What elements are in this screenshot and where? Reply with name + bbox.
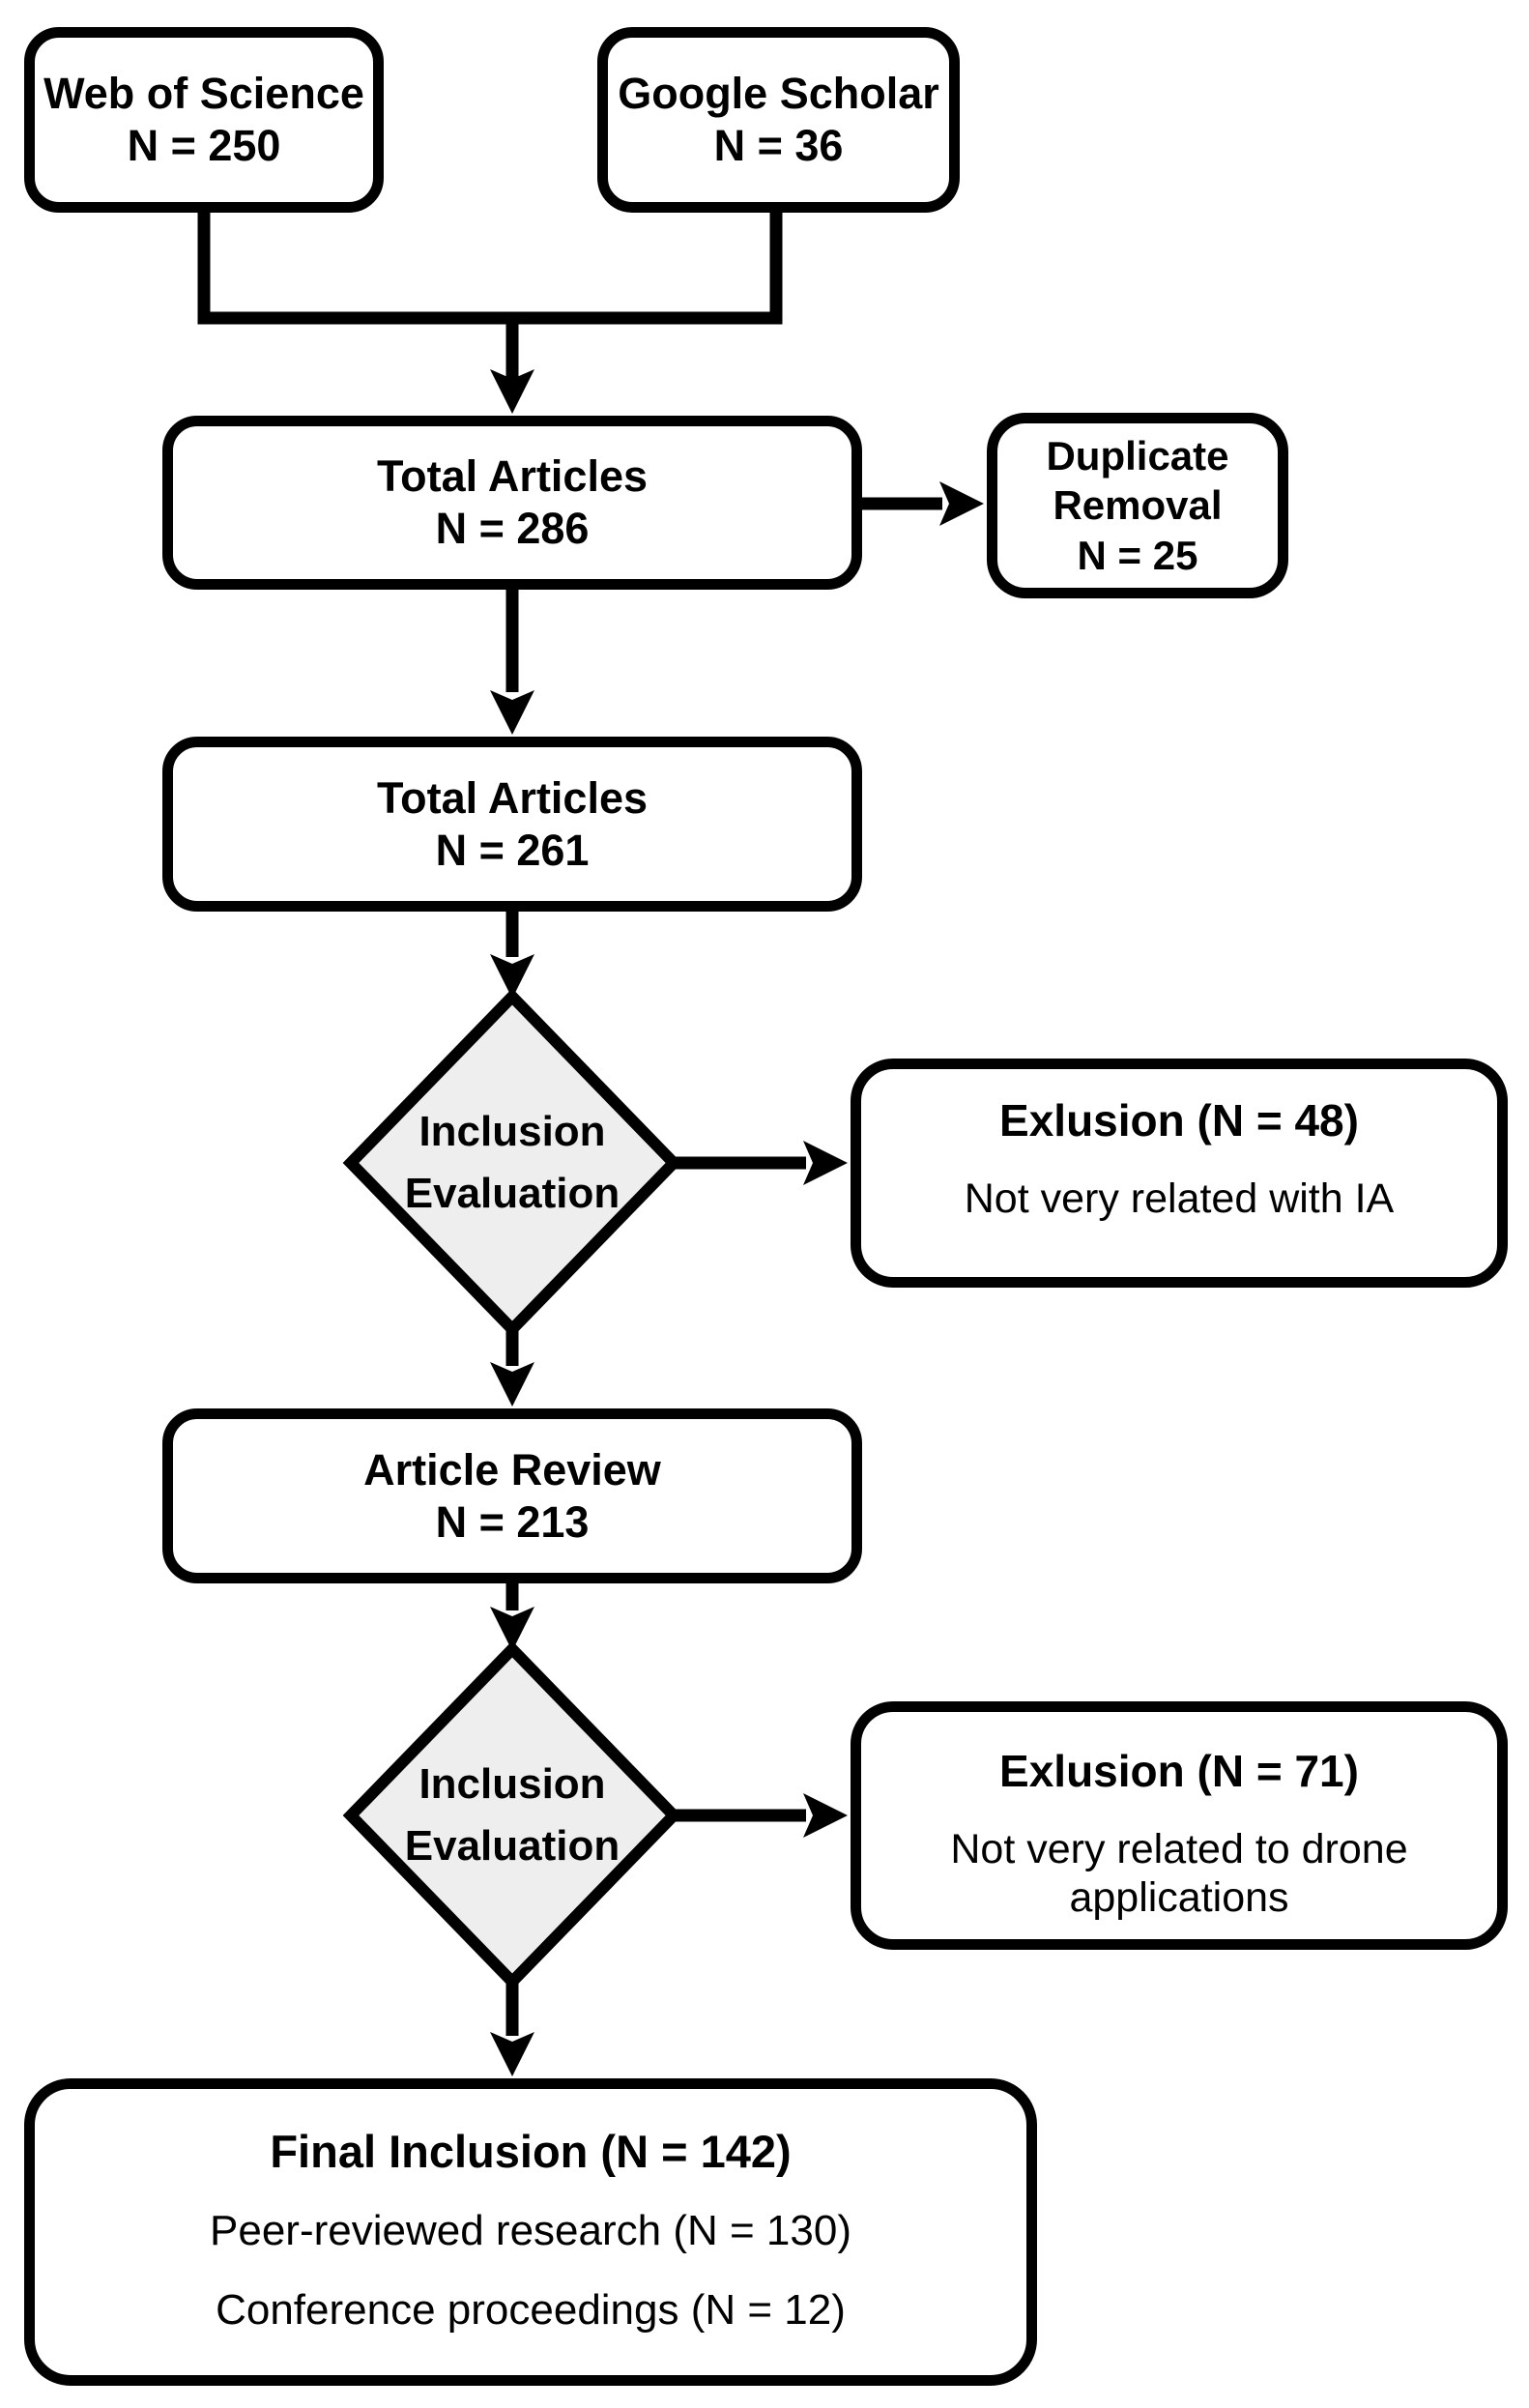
node-label: Google Scholar: [618, 69, 939, 118]
final-title: Final Inclusion (N = 142): [270, 2125, 792, 2177]
node-web-of-science: Web of Science N = 250: [24, 27, 384, 213]
node-duplicate-removal: Duplicate Removal N = 25: [987, 413, 1288, 598]
node-label: Web of Science: [43, 69, 364, 118]
node-article-review: Article Review N = 213: [162, 1408, 862, 1583]
arrowhead-to-exclusion-2: [803, 1793, 848, 1838]
diamond-label-line1: Inclusion: [418, 1760, 606, 1809]
arrowhead-to-total-articles-286: [490, 369, 534, 414]
node-final-inclusion: Final Inclusion (N = 142) Peer-reviewed …: [24, 2078, 1037, 2386]
node-exclusion-71: Exlusion (N = 71) Not very related to dr…: [851, 1701, 1508, 1950]
node-label: Duplicate Removal: [1046, 433, 1241, 529]
arrowhead-to-diamond-2: [490, 1607, 534, 1651]
node-count: N = 25: [1077, 532, 1198, 578]
exclusion-reason: Not very related to drone applications: [950, 1826, 1420, 1921]
node-label: Total Articles: [376, 451, 649, 501]
exclusion-reason: Not very related with IA: [964, 1175, 1395, 1222]
node-inclusion-evaluation-2: Inclusion Evaluation: [351, 1649, 674, 1982]
arrowheads: [490, 369, 984, 2076]
exclusion-title: Exlusion (N = 48): [999, 1095, 1359, 1146]
arrowhead-to-exclusion-1: [803, 1141, 848, 1185]
node-inclusion-evaluation-1: Inclusion Evaluation: [351, 997, 674, 1329]
node-label: Article Review: [363, 1444, 661, 1494]
final-detail-conference: Conference proceedings (N = 12): [216, 2285, 846, 2334]
node-count: N = 261: [435, 825, 590, 875]
arrowhead-to-final-inclusion: [490, 2032, 534, 2076]
arrowhead-to-duplicate-removal: [939, 481, 984, 526]
diamond-inclusion-evaluation-1: [342, 988, 682, 1338]
diamond-label-line2: Evaluation: [404, 1170, 620, 1217]
node-count: N = 250: [127, 121, 281, 170]
node-total-articles-286: Total Articles N = 286: [162, 416, 862, 590]
exclusion-title: Exlusion (N = 71): [999, 1746, 1359, 1796]
arrowhead-to-article-review: [490, 1362, 534, 1407]
node-count: N = 36: [713, 121, 844, 170]
arrowhead-to-total-articles-261: [490, 690, 534, 735]
node-total-articles-261: Total Articles N = 261: [162, 737, 862, 912]
node-count: N = 213: [435, 1496, 590, 1547]
final-detail-peer-reviewed: Peer-reviewed research (N = 130): [210, 2207, 851, 2255]
node-google-scholar: Google Scholar N = 36: [597, 27, 960, 213]
node-count: N = 286: [435, 504, 590, 553]
node-label: Total Articles: [376, 772, 649, 823]
diamond-label-line1: Inclusion: [418, 1108, 606, 1156]
arrowhead-to-diamond-1: [490, 954, 534, 999]
diamond-inclusion-evaluation-2: [342, 1640, 682, 1990]
diamond-label-line2: Evaluation: [404, 1822, 620, 1870]
node-exclusion-48: Exlusion (N = 48) Not very related with …: [851, 1059, 1508, 1288]
